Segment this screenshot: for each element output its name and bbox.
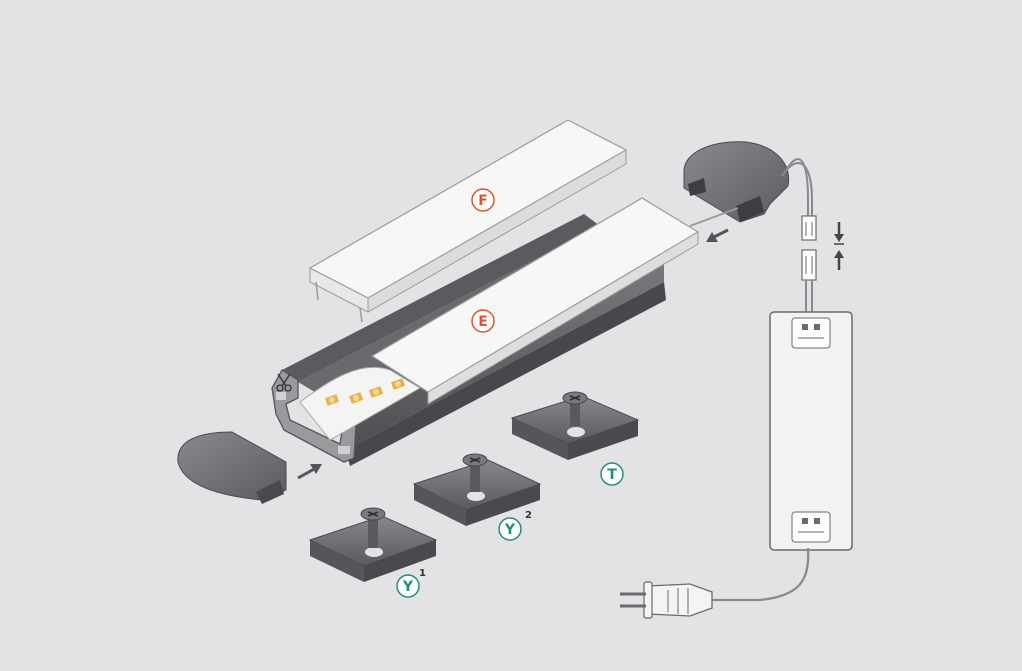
connector-male xyxy=(801,215,817,241)
mounting-clip-y1 xyxy=(308,507,438,582)
svg-text:Y: Y xyxy=(504,522,516,538)
label-t: T xyxy=(600,462,624,486)
mounting-clip-t xyxy=(510,391,640,460)
arrow-icon xyxy=(834,222,844,270)
label-e: E xyxy=(471,309,495,333)
svg-text:E: E xyxy=(478,314,488,330)
svg-text:F: F xyxy=(478,193,488,209)
mains-cable xyxy=(706,547,810,602)
label-y1: Y 1 xyxy=(396,568,426,598)
plug-icon xyxy=(620,581,713,619)
led-strip xyxy=(299,366,421,441)
svg-text:Y: Y xyxy=(402,579,414,595)
cable-to-profile xyxy=(689,207,739,227)
mounting-clip-y2 xyxy=(412,453,542,526)
end-cap-left xyxy=(177,431,287,504)
arrow-icon xyxy=(297,464,322,480)
end-cap-right xyxy=(683,141,790,223)
scissors-icon xyxy=(276,373,292,392)
svg-text:2: 2 xyxy=(525,510,532,521)
cable-to-driver xyxy=(805,280,813,316)
label-f: F xyxy=(471,188,495,212)
diffuser-cover-f xyxy=(308,119,628,323)
arrow-icon xyxy=(706,228,729,242)
power-cable xyxy=(781,158,813,216)
svg-text:T: T xyxy=(607,467,617,483)
diffuser-insert-e xyxy=(370,197,700,405)
power-supply-unit xyxy=(769,311,853,551)
connector-female xyxy=(801,249,817,281)
label-y2: Y 2 xyxy=(498,510,532,541)
svg-text:1: 1 xyxy=(419,568,426,579)
